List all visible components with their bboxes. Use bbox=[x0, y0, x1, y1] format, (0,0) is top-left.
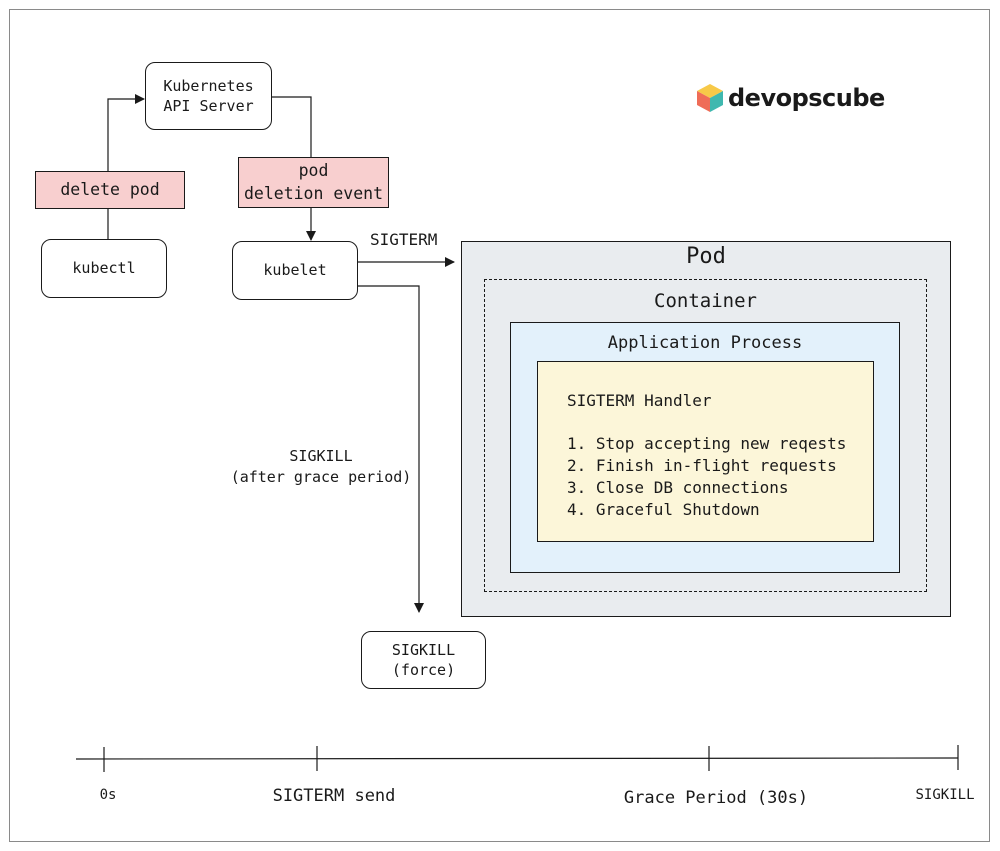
container-box bbox=[484, 279, 927, 592]
application-process-title: Application Process bbox=[607, 333, 803, 353]
label-sigkill-after: SIGKILL (after grace period) bbox=[230, 447, 412, 486]
handler-step: 4. Graceful Shutdown bbox=[567, 500, 760, 519]
timeline-axis bbox=[75, 757, 959, 760]
devopscube-logo: devopscube bbox=[696, 82, 885, 114]
sigterm-handler-box bbox=[537, 361, 874, 542]
cube-icon bbox=[697, 84, 723, 112]
event-pod-deletion: pod deletion event bbox=[238, 157, 389, 208]
handler-steps: 1. Stop accepting new reqests 2. Finish … bbox=[567, 433, 846, 521]
handler-step: 2. Finish in-flight requests bbox=[567, 456, 837, 475]
arrow-kubectl-to-api bbox=[107, 94, 145, 239]
logo-wordmark: devopscube bbox=[728, 84, 885, 112]
timeline-label-sigterm-send: SIGTERM send bbox=[272, 786, 396, 806]
handler-step: 3. Close DB connections bbox=[567, 478, 789, 497]
label-sigterm: SIGTERM bbox=[370, 230, 438, 249]
node-sigkill-force: SIGKILL (force) bbox=[361, 631, 486, 689]
arrow-sigkill bbox=[358, 285, 424, 613]
node-api-server: Kubernetes API Server bbox=[145, 62, 272, 130]
handler-step: 1. Stop accepting new reqests bbox=[567, 434, 847, 453]
timeline-label-0s: 0s bbox=[99, 787, 117, 803]
event-delete-pod: delete pod bbox=[35, 171, 185, 209]
timeline-label-grace-period: Grace Period (30s) bbox=[623, 788, 809, 808]
node-kubectl: kubectl bbox=[41, 239, 167, 298]
node-kubelet: kubelet bbox=[232, 241, 358, 300]
sigterm-handler-title: SIGTERM Handler bbox=[567, 391, 712, 410]
timeline-label-sigkill: SIGKILL bbox=[915, 787, 975, 803]
container-title: Container bbox=[654, 290, 757, 312]
pod-title: Pod bbox=[686, 244, 726, 269]
